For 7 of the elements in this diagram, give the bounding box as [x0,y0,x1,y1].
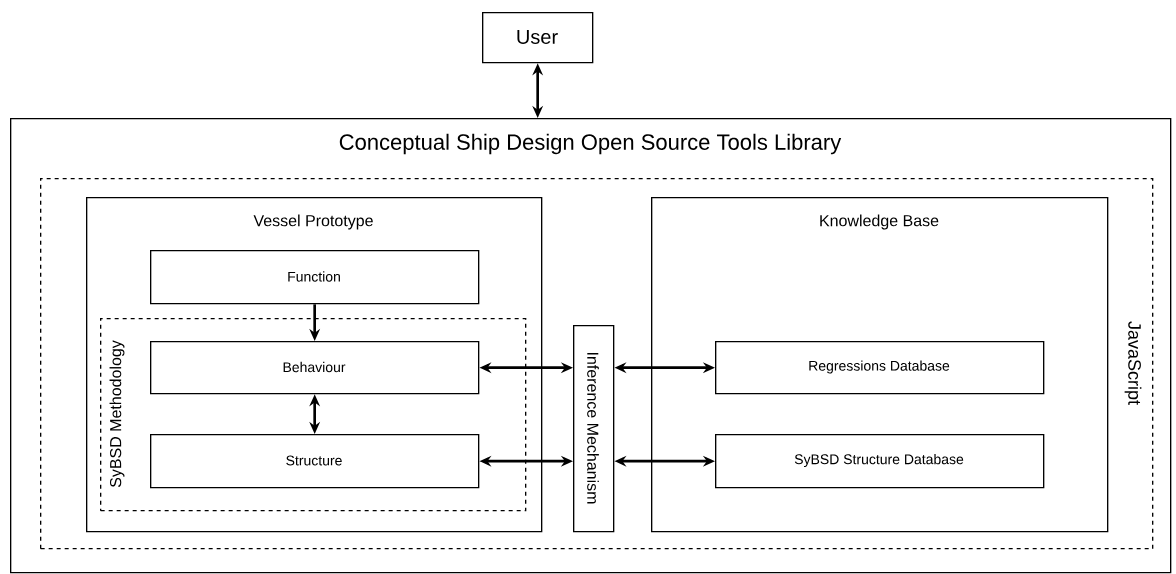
component-box: Structure [150,434,480,489]
component-box: Function [150,250,480,305]
database-box: SyBSD Structure Database [715,434,1045,489]
component-box: Behaviour [150,341,480,395]
database-box: Regressions Database [715,341,1045,395]
actor-box: User [482,12,594,64]
inference-box: Inference Mechanism [573,325,615,533]
